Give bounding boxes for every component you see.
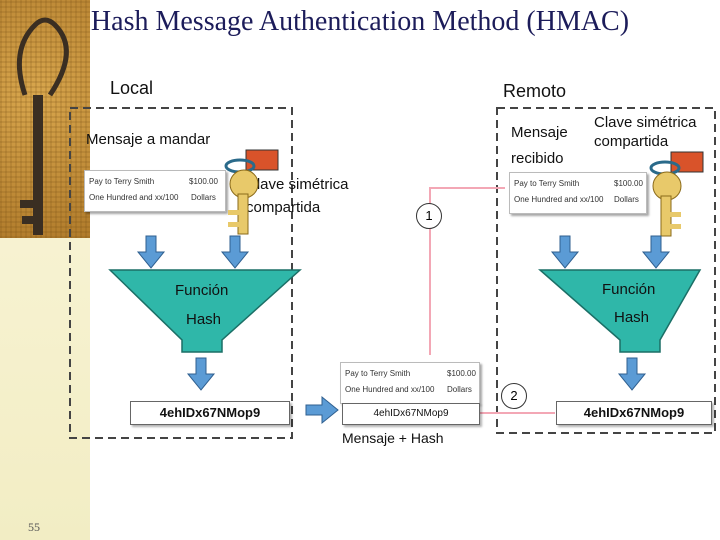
down-arrow-icon <box>186 357 216 391</box>
right-hash-label: Hash <box>614 309 650 326</box>
local-check-document: Pay to Terry Smith $100.00 One Hundred a… <box>84 170 226 212</box>
burlap-texture <box>0 0 90 238</box>
message-plus-hash-label: Mensaje + Hash <box>342 430 444 446</box>
local-key-icon <box>224 149 279 235</box>
check-dollars: Dollars <box>447 385 472 394</box>
check-dollars: Dollars <box>191 193 216 202</box>
left-hash-label: Hash <box>186 311 222 328</box>
left-funnel <box>108 269 302 353</box>
received-message-label-1: Mensaje <box>511 124 568 141</box>
right-arrow-icon <box>305 395 339 425</box>
local-heading: Local <box>110 78 154 98</box>
check-words: One Hundred and xx/100 <box>514 195 604 204</box>
remote-heading: Remoto <box>503 81 567 101</box>
check-amount: $100.00 <box>189 177 218 186</box>
right-hash-value: 4ehIDx67NMop9 <box>556 401 712 425</box>
remote-dashed-box <box>496 107 716 434</box>
slide-number: 55 <box>28 520 40 534</box>
message-to-send-label: Mensaje a mandar <box>86 131 211 148</box>
middle-hash-value: 4ehIDx67NMop9 <box>342 403 480 425</box>
remote-key-label-2: compartida <box>594 133 669 150</box>
left-hash-value: 4ehIDx67NMop9 <box>130 401 290 425</box>
check-payee: Pay to Terry Smith <box>345 369 411 378</box>
down-arrow-icon <box>617 357 647 391</box>
step-2-marker: 2 <box>501 383 527 409</box>
remote-key-label-1: Clave simétrica <box>594 114 697 131</box>
antique-key-icon <box>16 17 69 235</box>
check-payee: Pay to Terry Smith <box>514 179 580 188</box>
left-function-label: Función <box>175 282 229 299</box>
step-1-marker: 1 <box>416 203 442 229</box>
down-arrow-icon <box>641 235 671 269</box>
right-function-label: Función <box>602 281 656 298</box>
check-payee: Pay to Terry Smith <box>89 177 155 186</box>
check-words: One Hundred and xx/100 <box>89 193 179 202</box>
down-arrow-icon <box>550 235 580 269</box>
remote-key-icon <box>649 151 704 237</box>
local-key-label-1: Clave simétrica <box>246 176 349 193</box>
middle-check-document: Pay to Terry Smith $100.00 One Hundred a… <box>340 362 480 404</box>
local-dashed-box <box>69 107 293 439</box>
down-arrow-icon <box>136 235 166 269</box>
down-arrow-icon <box>220 235 250 269</box>
page-title: Hash Message Authentication Method (HMAC… <box>90 6 630 37</box>
check-dollars: Dollars <box>614 195 639 204</box>
pink-line-1 <box>429 187 505 355</box>
check-amount: $100.00 <box>614 179 643 188</box>
check-amount: $100.00 <box>447 369 476 378</box>
local-key-label-2: compartida <box>246 199 321 216</box>
right-funnel <box>538 269 702 353</box>
check-words: One Hundred and xx/100 <box>345 385 435 394</box>
received-message-label-2: recibido <box>511 150 564 167</box>
remote-check-document: Pay to Terry Smith $100.00 One Hundred a… <box>509 172 647 214</box>
